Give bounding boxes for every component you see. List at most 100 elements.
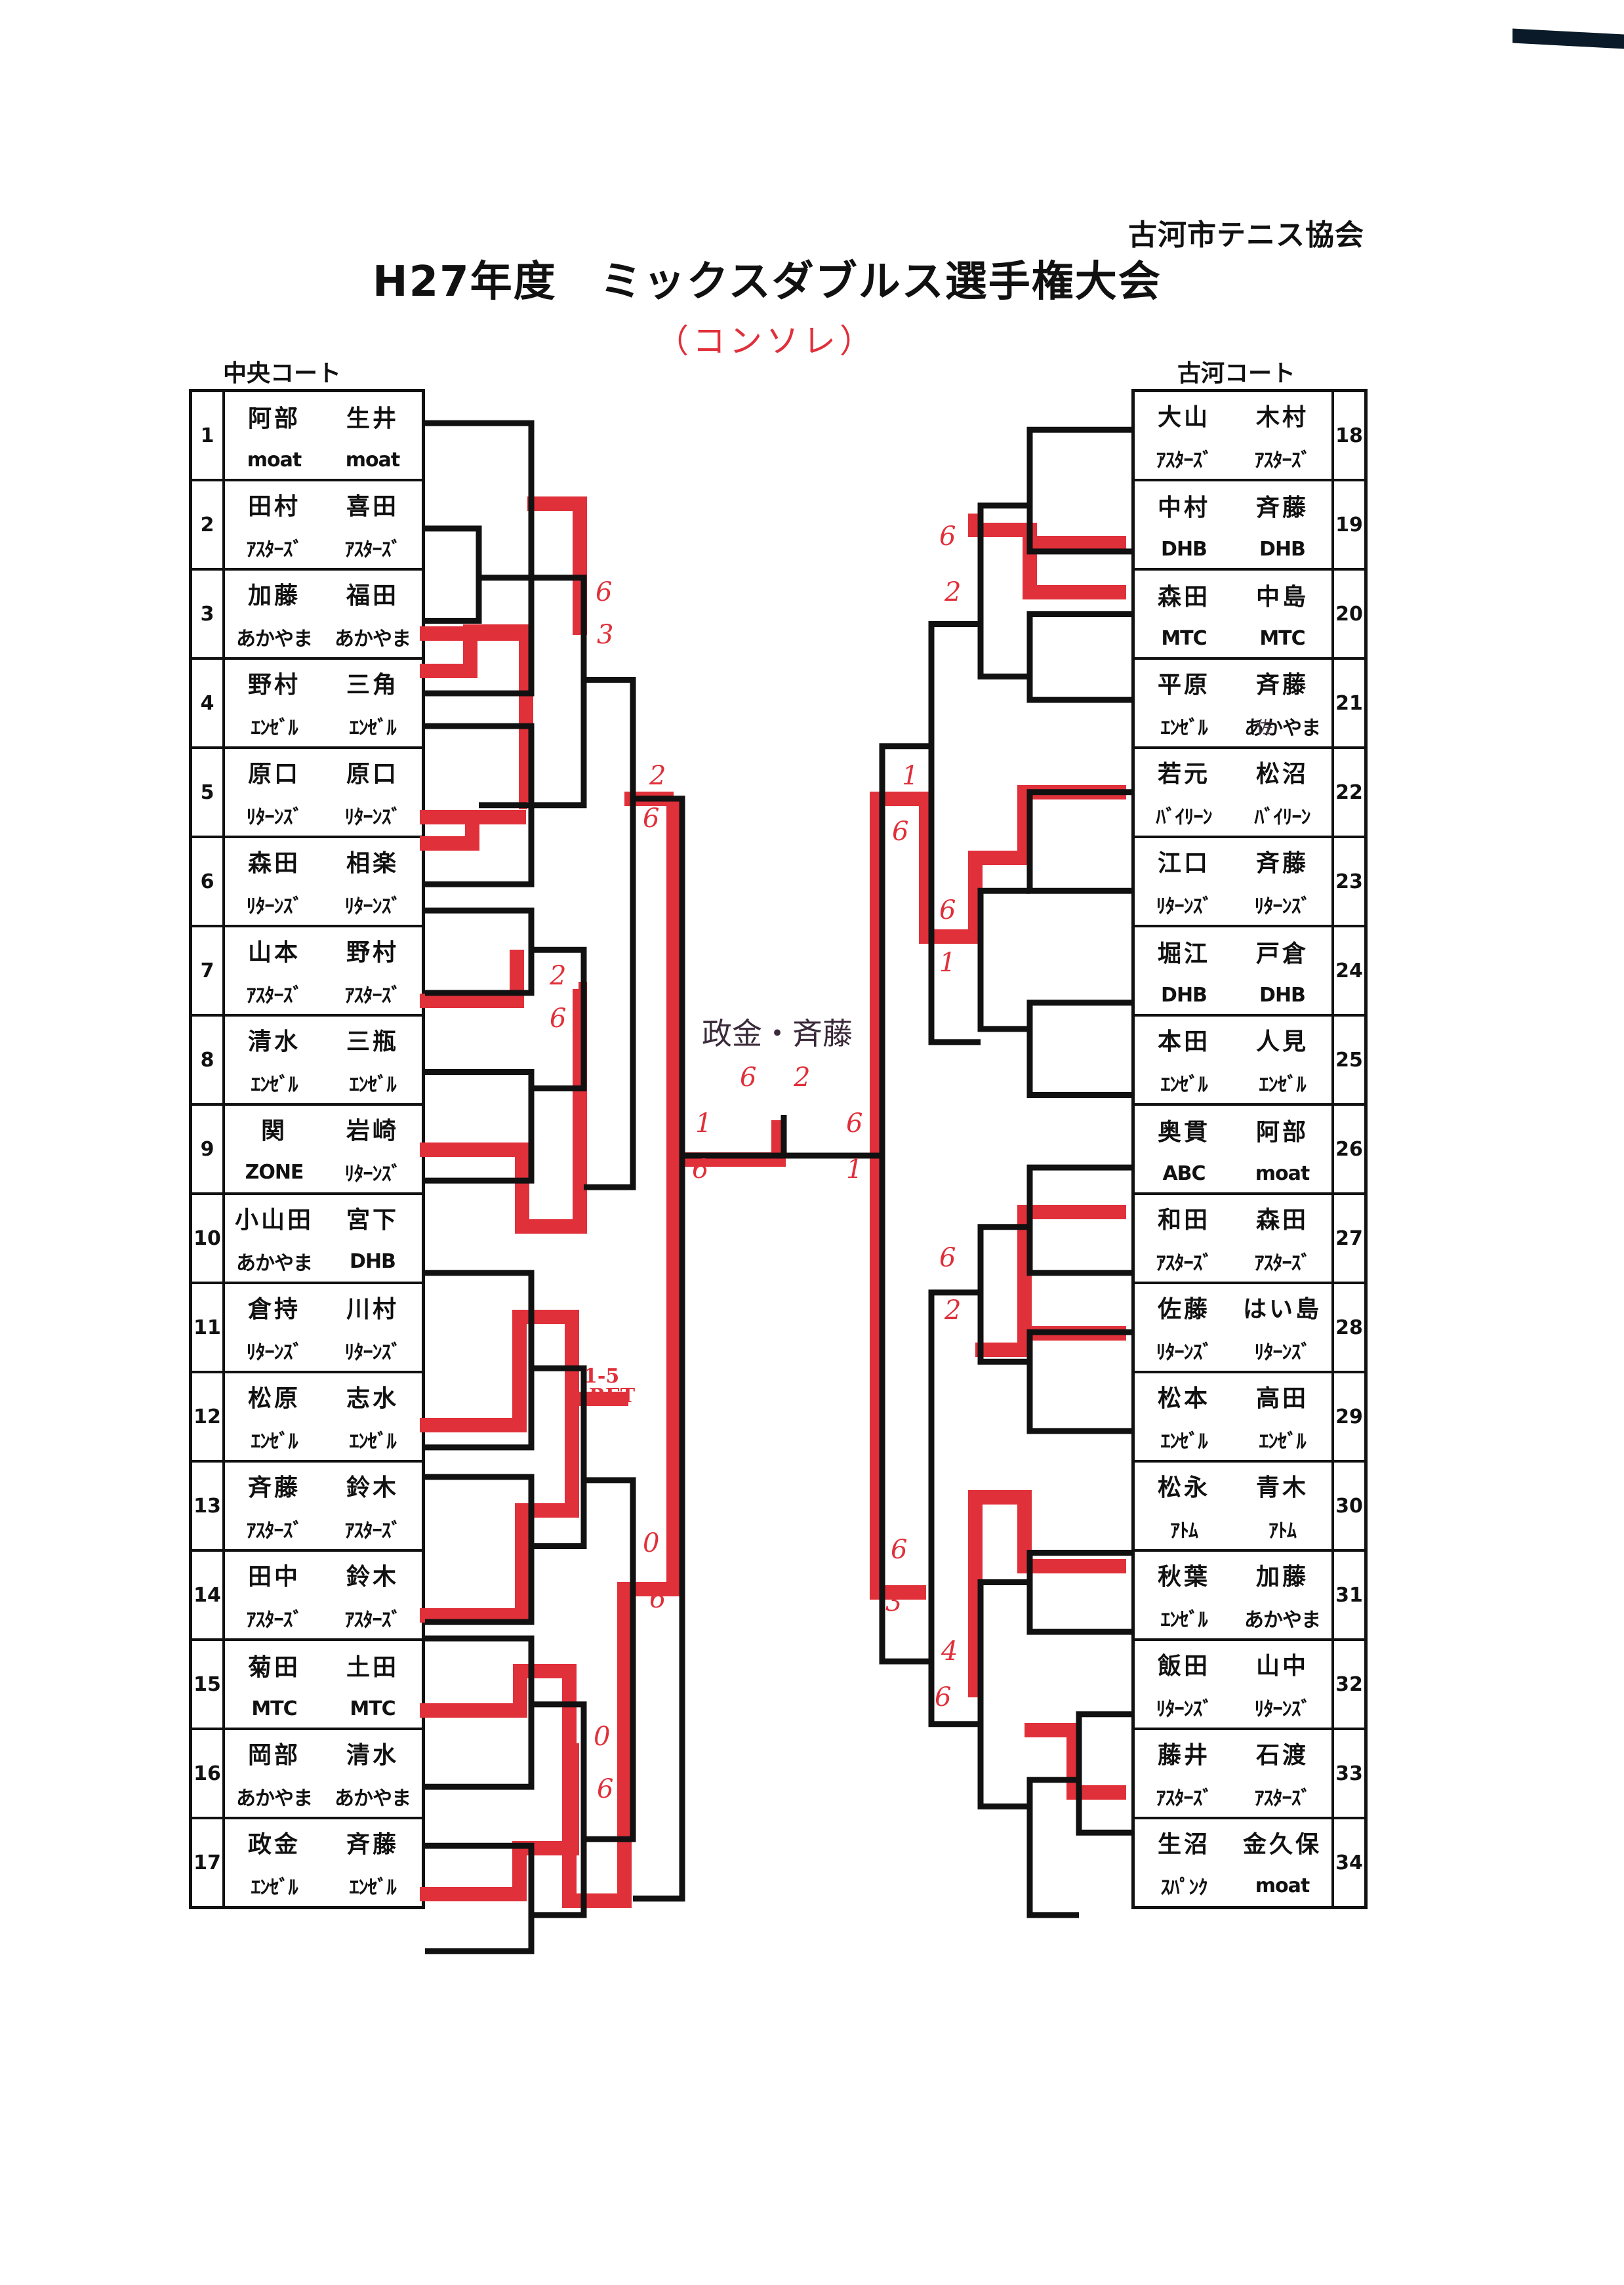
player-name: 加藤: [247, 582, 300, 609]
player-name: 中村: [1157, 495, 1210, 522]
club-name: moat: [1255, 1162, 1310, 1185]
club-name: あかやま: [236, 628, 313, 651]
club-name: ﾘﾀｰﾝｽﾞ: [1156, 1341, 1213, 1364]
club-name: ｱﾄﾑ: [1269, 1520, 1297, 1543]
bracket-match: [531, 946, 587, 1091]
winner-highlight: [420, 1743, 579, 1901]
club-name: DHB: [1161, 983, 1208, 1007]
club-name: ｴﾝｾﾞﾙ: [349, 717, 397, 740]
bracket-match: [977, 1579, 1030, 1810]
pair-cell: 岡部清水あかやまあかやま: [222, 1728, 425, 1819]
club-name: ｱｽﾀｰｽﾞ: [1254, 449, 1311, 472]
bracket-match: [584, 677, 636, 1190]
player-name: 生沼: [1157, 1831, 1210, 1858]
score: 2: [944, 1295, 962, 1325]
player-name: 斉藤: [247, 1474, 300, 1501]
champion-label: 政金・斉藤: [702, 1016, 853, 1051]
player-name: 斉藤: [1255, 850, 1309, 877]
player-name: 岩崎: [346, 1118, 399, 1144]
pair-cell: 原口原口ﾘﾀｰﾝｽﾞﾘﾀｰﾝｽﾞ: [222, 746, 425, 838]
bracket-match: [1026, 1777, 1079, 1918]
score: 6: [939, 895, 956, 925]
player-name: 斉藤: [1255, 672, 1309, 698]
player-name: 松原: [247, 1385, 300, 1412]
player-name: 本田: [1157, 1028, 1210, 1055]
score: 6: [692, 1154, 709, 1184]
winner-highlight: [677, 1120, 786, 1167]
club-name: ZONE: [245, 1160, 304, 1184]
player-name: 斉藤: [346, 1831, 399, 1858]
player-name: 松永: [1157, 1474, 1210, 1501]
club-name: ｴﾝｾﾞﾙ: [1259, 1074, 1307, 1097]
court-label-left: 中央コート: [223, 360, 342, 387]
draw-number: 24: [1331, 925, 1368, 1017]
club-name: ﾘﾀｰﾝｽﾞ: [344, 1341, 401, 1364]
player-name: 大山: [1157, 404, 1210, 431]
player-name: 菊田: [247, 1654, 300, 1682]
club-name: ｱｽﾀｰｽﾞ: [1254, 1787, 1311, 1810]
draw-number: 23: [1331, 836, 1368, 927]
player-name: 田中: [247, 1564, 300, 1590]
winner-highlight: [420, 1346, 579, 1623]
pair-cell: 山本野村ｱｽﾀｰｽﾞｱｽﾀｰｽﾞ: [222, 925, 425, 1017]
player-name: 関: [260, 1118, 287, 1144]
player-name: 野村: [247, 672, 300, 698]
club-name: あかやま: [236, 1787, 313, 1810]
score: 3: [885, 1587, 903, 1617]
club-name: ﾘﾀｰﾝｽﾞ: [1254, 895, 1311, 918]
player-name: 倉持: [247, 1296, 300, 1323]
player-name: 福田: [346, 582, 399, 609]
player-name: 青木: [1255, 1474, 1309, 1501]
winner-highlight: [870, 785, 1126, 1600]
player-name: 木村: [1255, 404, 1309, 431]
winner-highlight: [420, 950, 524, 1008]
player-name: 森田: [247, 850, 300, 877]
score: 2: [944, 577, 962, 607]
club-name: ｴﾝｾﾞﾙ: [349, 1876, 397, 1899]
score: 6: [939, 521, 956, 552]
club-name: DHB: [1259, 537, 1306, 561]
score: 2: [649, 761, 666, 791]
club-name: ﾘﾀｰﾝｽﾞ: [246, 895, 303, 918]
draw-number: 34: [1331, 1817, 1368, 1909]
club-name: あかやま: [335, 1787, 411, 1810]
organizer-label: 古河市テニス協会: [1128, 218, 1364, 252]
bracket-match: [1026, 1329, 1131, 1434]
draw-number: 19: [1331, 479, 1368, 571]
club-name: ﾘﾀｰﾝｽﾞ: [344, 1163, 401, 1186]
pair-cell: 平原斉藤ｴﾝｾﾞﾙあかやま: [1131, 657, 1334, 749]
bracket-match: [1026, 1000, 1131, 1098]
bracket-match: [633, 796, 685, 1902]
draw-number: 13: [189, 1460, 225, 1552]
player-name: 小山田: [234, 1207, 314, 1234]
winner-highlight: [420, 799, 681, 1908]
draw-number: 30: [1331, 1460, 1368, 1552]
pair-cell: 斉藤鈴木ｱｽﾀｰｽﾞｱｽﾀｰｽﾞ: [222, 1460, 425, 1552]
club-name: ｱｽﾀｰｽﾞ: [1156, 449, 1213, 472]
bracket-match: [531, 1365, 587, 1549]
draw-number: 33: [1331, 1728, 1368, 1819]
bracket-match: [1026, 789, 1131, 894]
bracket-match: [928, 1289, 981, 1728]
bracket-match: [1026, 1164, 1131, 1276]
score: 3: [597, 620, 614, 650]
pair-cell: 江口斉藤ﾘﾀｰﾝｽﾞﾘﾀｰﾝｽﾞ: [1131, 836, 1334, 927]
pair-cell: 清水三瓶ｴﾝｾﾞﾙｴﾝｾﾞﾙ: [222, 1014, 425, 1106]
